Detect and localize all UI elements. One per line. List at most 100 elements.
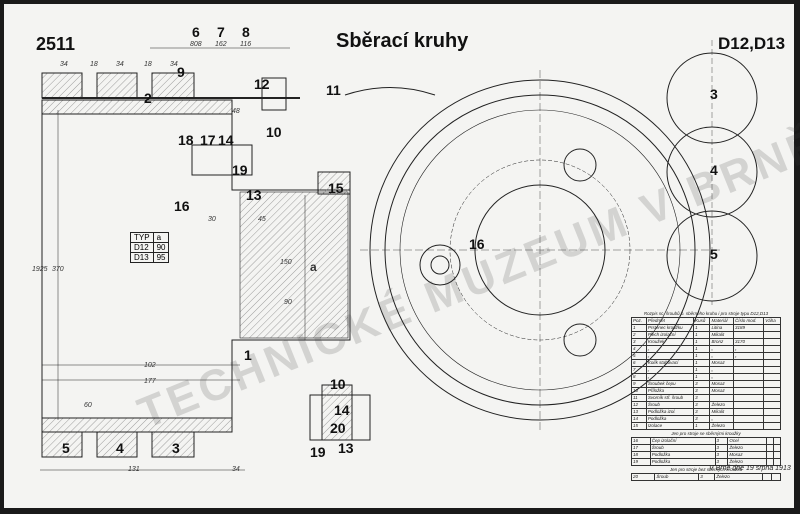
dimension: 60 bbox=[84, 402, 92, 409]
part-label-9: 9 bbox=[177, 64, 185, 80]
dimension: 131 bbox=[128, 466, 140, 473]
type-table-header: TYP bbox=[130, 232, 154, 243]
parts-list-cell: 17 bbox=[631, 444, 651, 452]
dimension: 102 bbox=[144, 362, 156, 369]
parts-list-cell: Mosaz bbox=[709, 380, 734, 388]
parts-list-cell: Váha bbox=[763, 317, 781, 325]
parts-list-cell bbox=[732, 387, 765, 395]
parts-list-cell bbox=[763, 380, 781, 388]
parts-list-cell bbox=[772, 451, 782, 459]
dimension: 45 bbox=[258, 216, 266, 223]
part-label-10: 10 bbox=[266, 124, 282, 140]
callout-7-value: 162 bbox=[215, 41, 227, 48]
parts-list-cell bbox=[763, 408, 781, 416]
parts-list-cell: 5 bbox=[631, 352, 647, 360]
parts-list-cell: Šroub bbox=[645, 401, 695, 409]
technical-drawing bbox=[40, 40, 758, 471]
callout-8-value: 116 bbox=[240, 41, 252, 48]
parts-list-cell: Železo bbox=[709, 422, 734, 430]
parts-list-cell bbox=[763, 394, 781, 402]
parts-list-cell: Poz. bbox=[631, 317, 647, 325]
parts-list-cell bbox=[763, 352, 781, 360]
parts-list-cell: 1 bbox=[693, 331, 711, 339]
part-label-3-section: 3 bbox=[172, 440, 180, 456]
parts-list-cell: 15 bbox=[631, 422, 647, 430]
part-label-13: 13 bbox=[246, 187, 262, 203]
parts-list-cell: 11 bbox=[631, 394, 647, 402]
parts-list-cell bbox=[763, 401, 781, 409]
parts-list-cell: Šroub bbox=[649, 444, 716, 452]
parts-list-cell: Mikalit bbox=[709, 408, 734, 416]
parts-list-cell: Šroubek čepu bbox=[645, 380, 695, 388]
dimension: 370 bbox=[52, 266, 64, 273]
callout-8: 8 bbox=[242, 24, 250, 40]
parts-list-cell: 3 bbox=[693, 415, 711, 423]
parts-list-cell: 3 bbox=[693, 408, 711, 416]
callout-6-value: 808 bbox=[190, 41, 202, 48]
part-label-3: 3 bbox=[710, 86, 718, 102]
parts-list-cell: Izolace bbox=[645, 422, 695, 430]
parts-list-cell: 3 bbox=[693, 380, 711, 388]
parts-list-cell: Šroub bbox=[654, 473, 700, 481]
part-label-15: 15 bbox=[328, 180, 344, 196]
type-table-cell: D13 bbox=[130, 252, 154, 263]
parts-list-cell: Bronz bbox=[709, 338, 734, 346]
part-label-14: 14 bbox=[218, 132, 234, 148]
parts-list-cell: „ bbox=[645, 366, 695, 374]
parts-list-cell: 1 bbox=[693, 352, 711, 360]
parts-list-cell: Železo bbox=[714, 473, 764, 481]
type-table-header: a bbox=[152, 232, 170, 243]
parts-list-cell: 6 bbox=[631, 359, 647, 367]
parts-list-cell: Podložka bbox=[645, 415, 695, 423]
parts-list-cell: 19 bbox=[631, 458, 651, 466]
part-label-4-section: 4 bbox=[116, 440, 124, 456]
parts-list-cell bbox=[763, 415, 781, 423]
parts-list-cell: 13 bbox=[631, 408, 647, 416]
parts-list-cell: 3 bbox=[698, 473, 716, 481]
parts-list-cell: 10 bbox=[631, 387, 647, 395]
parts-list-cell: 3 bbox=[693, 401, 711, 409]
parts-list-cell: Prstenec kroužku bbox=[645, 324, 695, 332]
parts-list-cell bbox=[772, 458, 782, 466]
parts-list-cell bbox=[763, 345, 781, 353]
part-label-18: 18 bbox=[178, 132, 194, 148]
parts-list-cell: 3 bbox=[714, 437, 729, 445]
part-label-10-detail: 10 bbox=[330, 376, 346, 392]
parts-list-cell bbox=[763, 324, 781, 332]
parts-list-cell: 3 bbox=[714, 451, 729, 459]
parts-list-cell: 3 bbox=[693, 394, 711, 402]
parts-list-cell: Mosaz bbox=[709, 359, 734, 367]
parts-list-cell: 1 bbox=[693, 359, 711, 367]
type-table-cell: 95 bbox=[152, 252, 170, 263]
parts-list-cell: Kusů bbox=[693, 317, 711, 325]
parts-list-cell: 9 bbox=[631, 380, 647, 388]
parts-list-cell: Plech izolační bbox=[645, 331, 695, 339]
parts-list-cell: 3189 bbox=[732, 324, 765, 332]
parts-list-cell: 1 bbox=[693, 338, 711, 346]
parts-list-cell bbox=[732, 401, 765, 409]
type-table-cell: 90 bbox=[152, 242, 170, 253]
parts-list-cell: 3 bbox=[714, 444, 729, 452]
front-view bbox=[344, 40, 758, 430]
parts-list-cell bbox=[763, 422, 781, 430]
parts-list-cell: „ bbox=[732, 345, 765, 353]
signature: V Brně dne 19 srpna 1913 bbox=[709, 465, 791, 472]
parts-list-cell: Kroužek bbox=[645, 338, 695, 346]
parts-list-cell bbox=[771, 473, 781, 481]
parts-list-cell: 1 bbox=[693, 324, 711, 332]
part-label-12: 12 bbox=[254, 76, 270, 92]
parts-list-cell: 1 bbox=[693, 422, 711, 430]
type-table-cell: D12 bbox=[130, 242, 154, 253]
dimension: 48 bbox=[232, 108, 240, 115]
drawing-title: Sběrací kruhy bbox=[336, 30, 469, 52]
parts-list-cell: 4 bbox=[631, 345, 647, 353]
